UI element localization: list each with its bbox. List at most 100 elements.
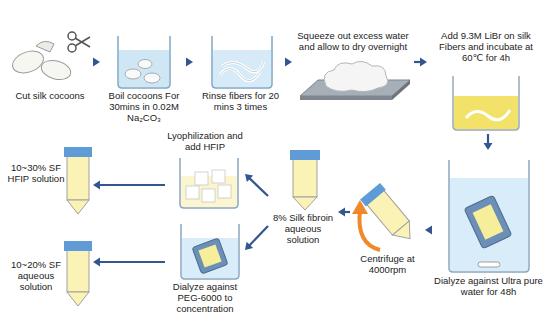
process-step: Cut silk cocoons <box>5 28 95 108</box>
arrow-head <box>285 58 292 67</box>
dialysis-beaker <box>449 160 529 272</box>
cocoon-picture <box>39 57 73 82</box>
flow-arrow <box>93 258 165 267</box>
drying-tray <box>300 96 392 100</box>
hfip-tube <box>64 147 92 157</box>
flow-arrow <box>93 181 165 190</box>
step-caption: 10~20% SF aqueous solution <box>7 259 65 293</box>
step-caption: Centrifuge at 4000rpm <box>352 253 423 275</box>
peg-beaker <box>198 244 221 267</box>
libr-beaker <box>466 110 510 120</box>
step-caption: 10~30% SF HFIP solution <box>7 162 65 184</box>
solution-tube <box>293 159 317 197</box>
arrow-head <box>186 58 193 67</box>
lyophilization-beaker <box>180 158 238 208</box>
arrow-head <box>93 181 100 190</box>
libr-beaker <box>454 96 518 129</box>
arrow-head <box>484 143 493 150</box>
process-step: Squeeze out excess water and allow to dr… <box>292 28 414 108</box>
arrow-head <box>338 208 345 217</box>
rinse-beaker <box>212 36 272 88</box>
lyophilization-beaker <box>186 186 199 199</box>
step-caption: Cut silk cocoons <box>7 90 93 101</box>
cocoon-picture <box>10 41 73 82</box>
flow-arrow <box>245 226 268 250</box>
flow-arrow <box>484 134 493 150</box>
process-step: Rinse fibers for 20 mins 3 times <box>193 28 288 112</box>
boiling-beaker <box>118 36 170 88</box>
rinse-beaker <box>213 50 271 87</box>
process-step: Centrifuge at 4000rpm <box>350 178 425 275</box>
arrow-line <box>99 184 165 186</box>
arrow-head <box>425 226 432 235</box>
step-caption: Squeeze out excess water and allow to dr… <box>294 30 412 52</box>
arrow-line <box>249 226 268 246</box>
scissors-icon <box>75 38 90 47</box>
scissors-icon <box>75 37 90 46</box>
hfip-tube <box>67 156 89 200</box>
drying-tray <box>324 61 388 91</box>
lyophilization-beaker <box>195 172 208 185</box>
solution-tube <box>290 150 320 210</box>
process-step: Add 9.3M LiBr on silk Fibers and incubat… <box>427 28 545 134</box>
aqueous-tube <box>64 241 92 251</box>
arrow-head <box>93 258 100 267</box>
flow-arrow <box>414 58 427 67</box>
process-step: Dialyze against PEG-6000 to concentratio… <box>165 218 245 315</box>
hfip-tube <box>64 147 92 214</box>
process-step: Dialyze against Ultra pure water for 48h <box>432 150 545 300</box>
solution-tube <box>293 197 317 210</box>
flow-arrow <box>338 208 350 217</box>
arrow-head <box>245 174 253 182</box>
arrow-line <box>99 261 165 263</box>
process-step: Boil cocoons For 30mins in 0.02M Na₂CO₃ <box>100 28 188 124</box>
drying-tray <box>392 80 410 100</box>
process-step: 8% Silk fibroin aqueous solution <box>268 148 338 258</box>
rinse-beaker <box>220 62 264 81</box>
rotation-arrow <box>352 200 380 250</box>
arrow-head <box>420 58 427 67</box>
peg-beaker <box>181 224 239 279</box>
step-caption: Rinse fibers for 20 mins 3 times <box>195 90 286 112</box>
peg-beaker <box>192 238 228 274</box>
lyophilization-beaker <box>180 158 238 208</box>
solution-tube <box>290 150 320 160</box>
flow-arrow <box>425 226 432 235</box>
lyophilization-beaker <box>202 189 215 202</box>
step-caption: Add 9.3M LiBr on silk Fibers and incubat… <box>429 30 543 64</box>
arrow-line <box>414 61 421 63</box>
step-caption: Boil cocoons For 30mins in 0.02M Na₂CO₃ <box>102 90 186 124</box>
dialysis-beaker <box>464 195 512 248</box>
rinse-beaker <box>220 62 264 81</box>
cocoon-picture <box>10 47 47 77</box>
drying-tray <box>300 61 410 100</box>
arrow-head <box>245 242 253 250</box>
boiling-beaker <box>125 69 141 79</box>
peg-beaker <box>181 224 239 279</box>
dialysis-beaker <box>473 204 504 240</box>
step-caption: 8% Silk fibroin aqueous solution <box>270 212 336 246</box>
scissors-icon <box>68 32 90 52</box>
peg-beaker <box>192 238 228 274</box>
aqueous-tube <box>67 292 89 306</box>
flow-arrow <box>93 58 100 67</box>
hfip-tube <box>67 200 89 214</box>
step-caption: Dialyze against Ultra pure water for 48h <box>434 275 543 297</box>
aqueous-tube <box>64 241 92 306</box>
lyophilization-beaker <box>181 176 237 207</box>
boiling-beaker <box>138 60 152 69</box>
cocoon-picture <box>36 41 54 52</box>
centrifuge-tube <box>360 183 386 207</box>
dialysis-beaker <box>464 195 512 248</box>
dialysis-beaker <box>449 160 529 272</box>
libr-beaker <box>453 76 519 130</box>
step-caption: Lyophilization and add HFIP <box>167 130 243 152</box>
process-step: Lyophilization and add HFIP <box>165 128 245 212</box>
rotation-arrow <box>359 210 380 250</box>
flow-arrow <box>186 58 193 67</box>
libr-beaker <box>453 76 519 130</box>
rinse-beaker <box>212 36 272 88</box>
dialysis-beaker <box>450 178 528 271</box>
lyophilization-beaker <box>212 170 225 183</box>
